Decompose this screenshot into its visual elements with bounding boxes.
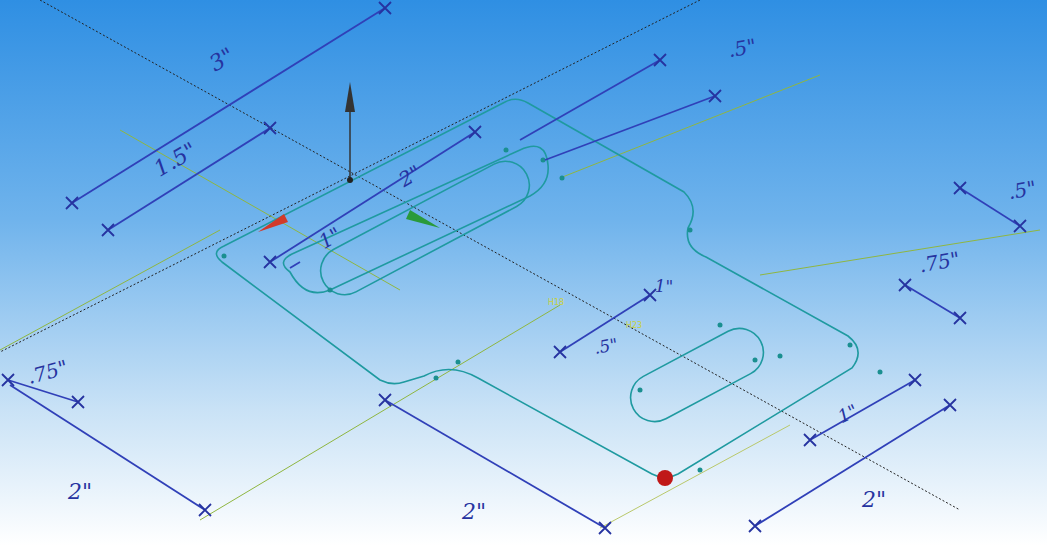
sketch-points [222,148,883,473]
dimension-label: .75" [26,357,71,387]
dimension-label: 1" [316,224,345,252]
origin-point [657,470,673,486]
dimension-label: 1" [655,278,674,295]
dimension-label: 3" [206,44,238,75]
construction-lines [0,0,1040,528]
dimension-label: 2" [462,501,486,523]
sketch-tag: H23 [626,322,642,330]
part-profile [216,99,858,477]
sketch-tag: H18 [548,299,564,307]
dimension-label: 2" [862,489,886,511]
dimension-lines [8,8,1020,528]
dimension-label: .5" [593,336,620,357]
dimension-label: 1.5" [151,139,201,181]
dimension-label: 1" [835,402,860,427]
dimension-label: 2" [68,481,92,503]
dimension-label: .75" [918,249,962,276]
dimension-ticks [2,2,1026,534]
axis-triad [258,82,440,232]
dimension-label: 2" [396,162,425,190]
dimension-label: .5" [726,36,757,61]
dimension-label: .5" [1006,178,1037,203]
